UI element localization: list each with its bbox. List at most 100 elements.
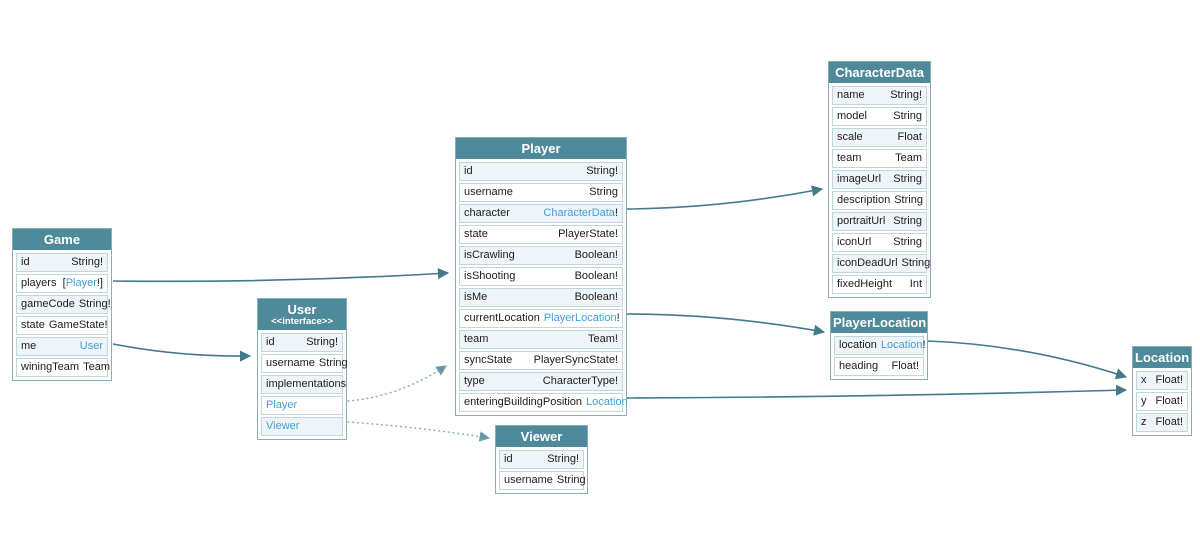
type-link-User[interactable]: User	[79, 340, 103, 352]
field-type: String!	[890, 89, 922, 101]
field-name: gameCode	[21, 298, 75, 310]
field-label-implementations: implementations	[266, 378, 347, 390]
field-name: isMe	[464, 291, 488, 303]
field-type: String!	[586, 165, 618, 177]
field-name: character	[464, 207, 510, 219]
field-type: String	[893, 173, 922, 185]
field-type: PlayerState!	[558, 228, 618, 240]
type-title-text: CharacterData	[835, 65, 924, 80]
type-link-PlayerLocation[interactable]: PlayerLocation	[543, 312, 617, 324]
field-type: Team!	[588, 333, 618, 345]
field-name: heading	[839, 360, 879, 372]
field-name: syncState	[464, 354, 513, 366]
field-name: id	[464, 165, 473, 177]
edge-Game-me-to-User	[112, 343, 252, 362]
field-name: imageUrl	[837, 173, 882, 185]
field-row-characterData-portraitUrl: portraitUrl String	[832, 212, 927, 231]
type-link-CharacterData[interactable]: CharacterData	[543, 207, 615, 219]
field-name: portraitUrl	[837, 215, 886, 227]
field-name: description	[837, 194, 891, 206]
field-type: Int	[909, 278, 922, 290]
field-name: username	[266, 357, 315, 369]
edge-PlayerLocation-location-to-Location	[927, 340, 1128, 380]
type-link-Location[interactable]: Location	[880, 339, 923, 351]
type-node-title-characterData[interactable]: CharacterData	[829, 62, 930, 83]
field-name: y	[1141, 395, 1147, 407]
field-type: Float!	[1155, 395, 1183, 407]
field-type: String!	[547, 453, 579, 465]
type-wrapper-close: !	[922, 339, 926, 351]
type-node-title-playerLocation[interactable]: PlayerLocation	[831, 312, 927, 333]
field-name: currentLocation	[464, 312, 540, 324]
field-name: iconDeadUrl	[837, 257, 898, 269]
field-row-user-implementations: implementations	[261, 375, 347, 394]
type-wrapper-close: !	[614, 207, 618, 219]
field-type: String	[318, 357, 348, 369]
field-type: String	[589, 186, 618, 198]
type-node-title-user[interactable]: User<<interface>>	[258, 299, 346, 330]
type-title-text: Player	[521, 141, 561, 156]
field-type: String	[893, 215, 922, 227]
type-title-text: PlayerLocation	[833, 315, 927, 330]
type-link-Player[interactable]: Player	[65, 277, 97, 289]
field-type: String	[901, 257, 931, 269]
type-node-title-game[interactable]: Game	[13, 229, 111, 250]
field-type: User	[80, 339, 103, 354]
type-node-title-location[interactable]: Location	[1133, 347, 1191, 368]
field-type: Boolean!	[574, 291, 618, 303]
field-name: iconUrl	[837, 236, 872, 248]
type-node-title-player[interactable]: Player	[456, 138, 626, 159]
field-name: enteringBuildingPosition	[464, 396, 583, 408]
field-row-player-state: state PlayerState!	[459, 225, 623, 244]
type-link-Player[interactable]: Player	[266, 399, 298, 411]
field-name: type	[464, 375, 485, 387]
type-subtitle-text: <<interface>>	[271, 316, 333, 327]
field-type: Boolean!	[574, 249, 618, 261]
field-name: players	[21, 277, 57, 289]
type-node-title-viewer[interactable]: Viewer	[496, 426, 587, 447]
edge-User-Viewer-to-Viewer	[347, 421, 491, 442]
field-name: winingTeam	[21, 361, 80, 373]
field-type: Location!	[881, 338, 926, 353]
field-name: state	[464, 228, 488, 240]
field-type: Team	[83, 361, 110, 373]
field-name: model	[837, 110, 867, 122]
field-type: String!	[78, 298, 111, 310]
field-row-user-Viewer[interactable]: Viewer	[261, 417, 343, 436]
field-name: z	[1141, 416, 1147, 428]
field-row-user-Player[interactable]: Player	[261, 396, 343, 415]
field-row-player-character[interactable]: character CharacterData!	[459, 204, 623, 223]
field-name: location	[839, 339, 877, 351]
type-link-Viewer[interactable]: Viewer	[266, 420, 300, 432]
type-title-text: Game	[43, 232, 81, 247]
type-link-Location[interactable]: Location	[586, 396, 628, 408]
field-type: [Player!]	[63, 276, 103, 291]
field-row-game-players[interactable]: players [Player!]	[16, 274, 108, 293]
edge-Player-currentLocation-to-PlayerLocation	[626, 313, 826, 336]
field-type: GameState!	[48, 319, 108, 331]
edge-Game-players-to-Player	[112, 268, 450, 283]
